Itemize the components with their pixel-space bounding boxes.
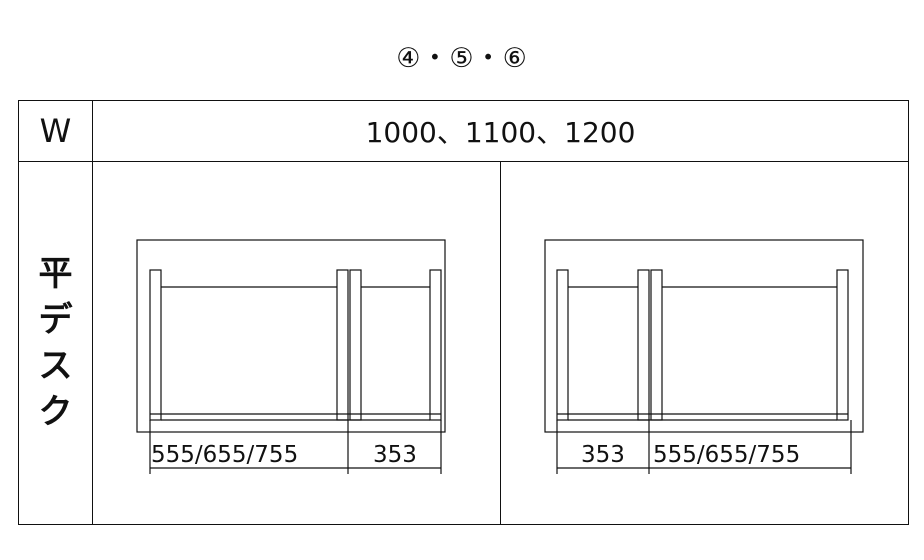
desk-leg-panel <box>149 269 162 421</box>
right-layout-cell: 353 555/655/755 <box>500 161 909 525</box>
width-label-cell: W <box>18 100 93 162</box>
dimension-label: 353 <box>373 442 417 468</box>
desk-leg-panel <box>836 269 849 421</box>
dimension-label: 353 <box>581 442 625 468</box>
left-desk-diagram: 555/655/755 353 <box>136 239 446 474</box>
desk-type-label: 平 デ ス ク <box>18 161 93 525</box>
model-numbers-heading: ④・⑤・⑥ <box>396 43 528 74</box>
right-desk-diagram: 353 555/655/755 <box>544 239 864 474</box>
desk-type-char: ス <box>38 346 73 386</box>
desk-outline <box>136 239 446 433</box>
dimension-label: 555/655/755 <box>151 442 298 468</box>
dimension-label: 555/655/755 <box>653 442 800 468</box>
desk-leg-panel <box>349 269 362 421</box>
desk-type-char: 平 <box>38 254 73 294</box>
desk-leg-panel <box>429 269 442 421</box>
desk-leg-panel <box>637 269 650 421</box>
spec-table: W 1000、1100、1200 平 デ ス ク <box>18 100 909 525</box>
desk-type-char: デ <box>38 300 73 340</box>
left-layout-cell: 555/655/755 353 <box>92 161 501 525</box>
width-values-cell: 1000、1100、1200 <box>92 100 909 162</box>
width-values: 1000、1100、1200 <box>365 116 636 149</box>
width-label: W <box>39 112 72 150</box>
desk-type-char: ク <box>38 392 73 432</box>
desk-leg-panel <box>556 269 569 421</box>
desk-outline <box>544 239 864 433</box>
desk-leg-panel <box>336 269 349 421</box>
desk-leg-panel <box>650 269 663 421</box>
